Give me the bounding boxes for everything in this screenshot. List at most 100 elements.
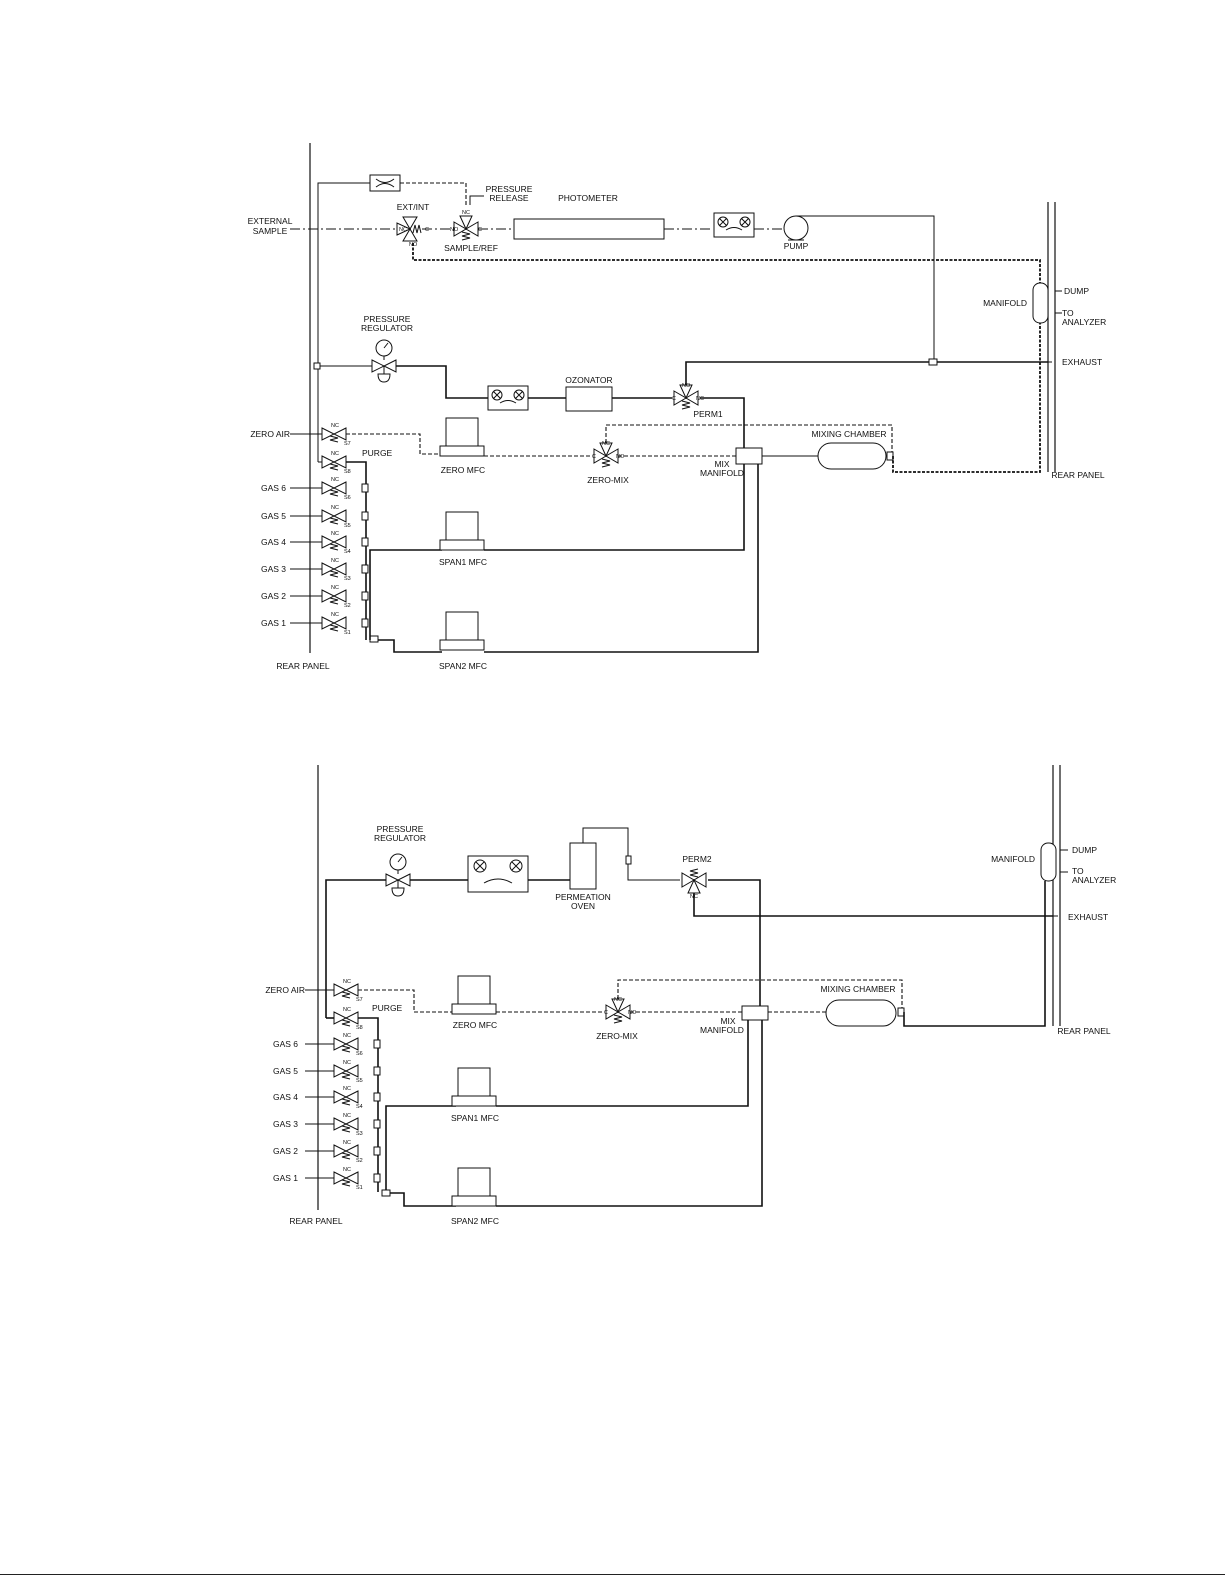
svg-text:NO: NO (450, 227, 459, 233)
label-ozonator: OZONATOR (565, 375, 612, 385)
label-mixing-chamber: MIXING CHAMBER (811, 429, 886, 439)
svg-text:S5: S5 (356, 1078, 363, 1084)
svg-text:ANALYZER: ANALYZER (1072, 875, 1116, 885)
svg-text:NC: NC (331, 477, 339, 483)
svg-text:C: C (478, 227, 482, 233)
label-gas-3-2: GAS 3 (273, 1119, 298, 1129)
svg-text:S2: S2 (344, 603, 351, 609)
label-mix-manifold: MIX (714, 459, 729, 469)
svg-text:S7: S7 (356, 997, 363, 1003)
label-rear-panel-left: REAR PANEL (276, 661, 329, 671)
label-permeation-oven: PERMEATION (555, 892, 611, 902)
label-rear-panel-left-2: REAR PANEL (289, 1216, 342, 1226)
svg-text:S4: S4 (356, 1104, 363, 1110)
zero-mfc-top (439, 417, 485, 457)
svg-text:C: C (425, 227, 429, 233)
svg-text:S8: S8 (344, 469, 351, 475)
label-rear-panel-right-2: REAR PANEL (1057, 1026, 1110, 1036)
label-gas-4: GAS 4 (261, 537, 286, 547)
svg-text:NC: NC (331, 505, 339, 511)
label-gas-6-2: GAS 6 (273, 1039, 298, 1049)
svg-text:NC: NC (331, 531, 339, 537)
svg-text:NC: NC (399, 227, 407, 233)
svg-text:S2: S2 (356, 1158, 363, 1164)
label-to-analyzer: TO (1062, 308, 1074, 318)
svg-text:S3: S3 (356, 1131, 363, 1137)
label-span1-mfc-2: SPAN1 MFC (451, 1113, 499, 1123)
svg-text:NC: NC (331, 451, 339, 457)
span1-mfc-top (439, 511, 485, 551)
svg-text:MANIFOLD: MANIFOLD (700, 1025, 744, 1035)
svg-text:OVEN: OVEN (571, 901, 595, 911)
svg-text:NO: NO (409, 242, 418, 248)
svg-text:NC: NC (343, 1007, 351, 1013)
svg-text:ANALYZER: ANALYZER (1062, 317, 1106, 327)
valve-s8-top (321, 455, 347, 471)
svg-text:S3: S3 (344, 576, 351, 582)
label-perm2: PERM2 (682, 854, 712, 864)
svg-text:S7: S7 (344, 441, 351, 447)
label-purge-2: PURGE (372, 1003, 403, 1013)
label-pressure-regulator: PRESSURE (364, 314, 411, 324)
label-zero-mix: ZERO-MIX (587, 475, 629, 485)
svg-text:NC: NC (331, 585, 339, 591)
flow-sensor (713, 212, 755, 238)
bottom-diagram: PRESSURE REGULATOR PERMEATION OVEN PERM2… (265, 765, 1116, 1226)
label-span1-mfc: SPAN1 MFC (439, 557, 487, 567)
svg-text:S4: S4 (344, 549, 351, 555)
pump-icon (783, 215, 809, 241)
label-zero-mix-2: ZERO-MIX (596, 1031, 638, 1041)
top-diagram: EXTERNAL SAMPLE EXT/INT PRESSURE RELEASE… (248, 143, 1106, 671)
svg-text:NC: NC (343, 1033, 351, 1039)
label-gas-2-2: GAS 2 (273, 1146, 298, 1156)
svg-text:C: C (672, 396, 676, 402)
label-gas-2: GAS 2 (261, 591, 286, 601)
svg-text:C: C (604, 1010, 608, 1016)
svg-text:NC: NC (462, 210, 470, 216)
valve-s7-top (321, 427, 347, 443)
label-gas-1-2: GAS 1 (273, 1173, 298, 1183)
svg-text:S5: S5 (344, 523, 351, 529)
svg-text:NC: NC (343, 1060, 351, 1066)
label-gas-3: GAS 3 (261, 564, 286, 574)
pressure-regulator-top (371, 339, 397, 383)
span1-mfc-bottom (451, 1067, 497, 1107)
valve-s7-bottom (333, 983, 359, 999)
svg-text:NC: NC (343, 1113, 351, 1119)
photometer-box (513, 218, 665, 240)
label-manifold: MANIFOLD (983, 298, 1027, 308)
label-purge: PURGE (362, 448, 393, 458)
svg-text:NC: NC (602, 441, 610, 447)
label-zero-mfc-2: ZERO MFC (453, 1020, 497, 1030)
svg-text:NC: NC (331, 558, 339, 564)
label-zero-air-2: ZERO AIR (265, 985, 305, 995)
label-gas-5: GAS 5 (261, 511, 286, 521)
gas-valves-top (290, 481, 369, 632)
svg-text:S6: S6 (356, 1051, 363, 1057)
label-pump: PUMP (784, 241, 809, 251)
label-external-sample: EXTERNAL (248, 216, 293, 226)
label-span2-mfc-2: SPAN2 MFC (451, 1216, 499, 1226)
label-pressure-release: PRESSURE (486, 184, 533, 194)
ozonator-box (565, 386, 613, 412)
label-manifold-2: MANIFOLD (991, 854, 1035, 864)
svg-text:NC: NC (696, 396, 704, 402)
svg-text:NO: NO (682, 383, 691, 389)
label-photometer: PHOTOMETER (558, 193, 618, 203)
svg-text:NC: NC (343, 1140, 351, 1146)
svg-text:NC: NC (331, 423, 339, 429)
manifold-top (1032, 282, 1049, 324)
svg-text:REGULATOR: REGULATOR (361, 323, 413, 333)
label-gas-1: GAS 1 (261, 618, 286, 628)
svg-text:NC: NC (343, 1167, 351, 1173)
label-rear-panel-right: REAR PANEL (1051, 470, 1104, 480)
svg-text:S1: S1 (356, 1185, 363, 1191)
permeation-oven-box (569, 842, 597, 890)
svg-text:NO: NO (628, 1010, 637, 1016)
svg-text:S8: S8 (356, 1025, 363, 1031)
svg-text:NC: NC (331, 612, 339, 618)
mixing-chamber-top (817, 442, 887, 470)
label-exhaust-2: EXHAUST (1068, 912, 1108, 922)
label-dump: DUMP (1064, 286, 1089, 296)
